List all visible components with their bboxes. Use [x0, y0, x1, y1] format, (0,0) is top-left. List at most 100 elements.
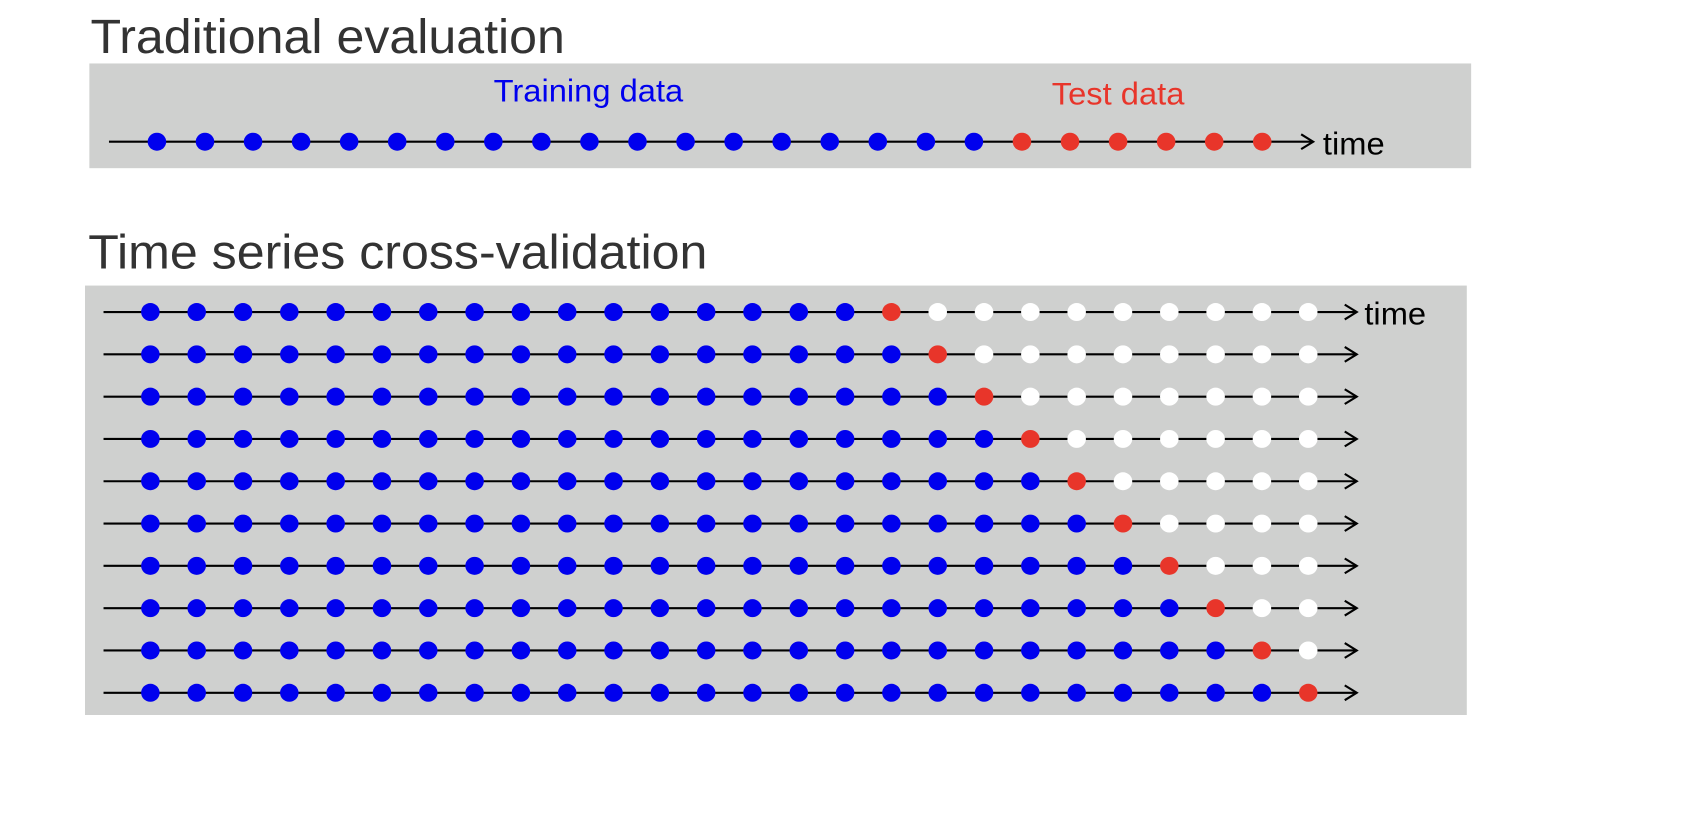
training-point — [928, 387, 947, 406]
training-point — [372, 641, 392, 660]
unused-point — [1252, 429, 1272, 448]
training-point — [964, 132, 984, 151]
training-point — [372, 599, 392, 618]
training-point — [604, 472, 623, 491]
training-point — [604, 345, 623, 364]
training-point — [1021, 683, 1040, 702]
training-point — [580, 132, 599, 151]
training-point — [187, 429, 206, 448]
unused-point — [1252, 556, 1272, 575]
training-point — [1113, 683, 1133, 702]
training-point — [928, 556, 947, 575]
training-point — [835, 599, 855, 618]
traditional-panel — [89, 63, 1472, 169]
training-point — [650, 387, 670, 406]
unused-point — [1160, 429, 1179, 448]
training-point — [326, 683, 345, 702]
training-point — [789, 599, 809, 618]
training-point — [1067, 683, 1086, 702]
training-point — [928, 641, 947, 660]
test-point — [1206, 599, 1225, 618]
unused-point — [1021, 303, 1040, 322]
test-point — [1113, 514, 1133, 533]
training-point — [387, 132, 407, 151]
training-point — [696, 303, 716, 322]
training-data-label: Training data — [494, 73, 684, 108]
training-point — [650, 429, 670, 448]
test-point — [1067, 472, 1086, 491]
training-point — [696, 472, 716, 491]
training-point — [835, 429, 855, 448]
cv-row — [103, 599, 1359, 618]
training-point — [233, 303, 253, 322]
training-point — [557, 429, 577, 448]
training-point — [974, 514, 994, 533]
training-point — [604, 641, 623, 660]
unused-point — [1206, 514, 1225, 533]
traditional-title: Traditional evaluation — [90, 10, 564, 64]
training-point — [372, 345, 392, 364]
training-point — [820, 132, 839, 151]
training-point — [835, 556, 855, 575]
training-point — [532, 132, 551, 151]
unused-point — [1113, 472, 1133, 491]
arrow-head-icon — [1344, 346, 1359, 363]
training-point — [1113, 599, 1133, 618]
training-point — [280, 556, 299, 575]
unused-point — [1252, 345, 1272, 364]
training-point — [557, 472, 577, 491]
training-point — [187, 514, 206, 533]
unused-point — [1160, 303, 1179, 322]
training-point — [928, 514, 947, 533]
training-point — [372, 429, 392, 448]
training-point — [141, 514, 160, 533]
cv-row — [103, 556, 1359, 575]
arrow-head-icon — [1344, 303, 1359, 321]
training-point — [882, 514, 901, 533]
training-point — [419, 599, 438, 618]
training-point — [326, 641, 345, 660]
training-point — [233, 514, 253, 533]
training-point — [557, 345, 577, 364]
training-point — [789, 683, 809, 702]
unused-point — [928, 303, 947, 322]
unused-point — [1298, 387, 1318, 406]
unused-point — [1113, 429, 1133, 448]
training-point — [419, 683, 438, 702]
training-point — [1067, 556, 1086, 575]
training-point — [233, 599, 253, 618]
training-point — [1113, 641, 1133, 660]
training-point — [511, 556, 531, 575]
training-point — [280, 345, 299, 364]
training-point — [372, 303, 392, 322]
unused-point — [1252, 599, 1272, 618]
unused-point — [1206, 345, 1225, 364]
training-point — [465, 599, 484, 618]
training-point — [628, 132, 647, 151]
training-point — [187, 303, 206, 322]
training-point — [557, 514, 577, 533]
training-point — [724, 132, 743, 151]
test-point — [1156, 132, 1176, 151]
training-point — [326, 303, 345, 322]
training-point — [372, 514, 392, 533]
training-point — [1067, 599, 1086, 618]
training-point — [419, 514, 438, 533]
test-data-label: Test data — [1052, 76, 1185, 111]
training-point — [789, 641, 809, 660]
training-point — [557, 556, 577, 575]
training-point — [243, 132, 263, 151]
unused-point — [1067, 345, 1086, 364]
training-point — [511, 599, 531, 618]
unused-point — [1252, 472, 1272, 491]
training-point — [928, 599, 947, 618]
training-point — [974, 641, 994, 660]
training-point — [743, 345, 762, 364]
cv-panel — [85, 285, 1467, 715]
test-point — [1021, 429, 1040, 448]
test-point — [1252, 132, 1272, 151]
training-point — [1067, 514, 1086, 533]
training-point — [1160, 641, 1179, 660]
training-point — [511, 472, 531, 491]
